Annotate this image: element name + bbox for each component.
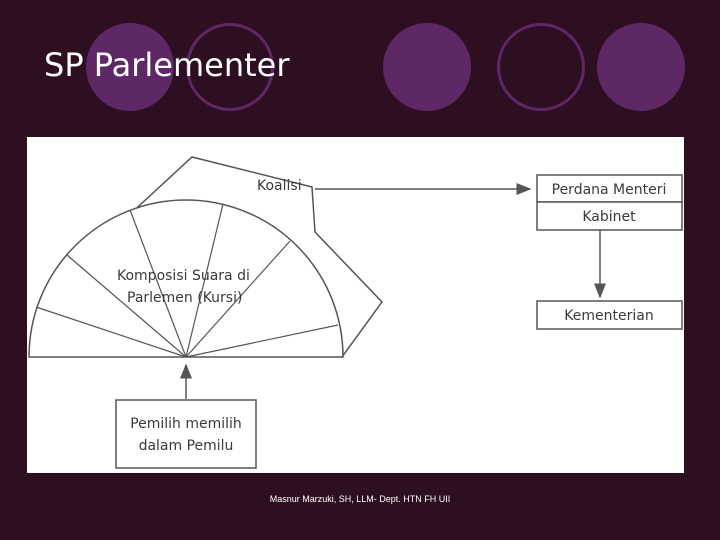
kabinet-box (536, 201, 683, 231)
kabinet-label: Kabinet (582, 209, 636, 225)
komposisi-label-line1: Komposisi Suara di (117, 268, 250, 284)
pemilih-label-line1: Pemilih memilih (130, 416, 242, 432)
slide-title: SP Parlementer (44, 46, 290, 84)
kementerian-label: Kementerian (564, 308, 653, 324)
kementerian-box (536, 300, 683, 330)
decor-circle-2 (186, 23, 274, 111)
pemilih-label-line2: dalam Pemilu (139, 438, 234, 454)
pemilih-box (115, 399, 257, 469)
perdana-menteri-label: Perdana Menteri (552, 182, 667, 198)
diagram-panel: Komposisi Suara di Parlemen (Kursi) Koal… (27, 137, 684, 473)
decor-circle-5 (597, 23, 685, 111)
decor-circle-4 (497, 23, 585, 111)
parliamentary-system-diagram: Komposisi Suara di Parlemen (Kursi) Koal… (28, 156, 683, 469)
parliament-semicircle (28, 199, 344, 358)
koalisi-label: Koalisi (257, 178, 302, 194)
decor-circle-1 (86, 23, 174, 111)
slide-footer: Masnur Marzuki, SH, LLM- Dept. HTN FH UI… (269, 494, 451, 504)
decor-circle-3 (383, 23, 471, 111)
komposisi-label-line2: Parlemen (Kursi) (127, 290, 242, 306)
parliament-seat-lines (35, 203, 339, 358)
